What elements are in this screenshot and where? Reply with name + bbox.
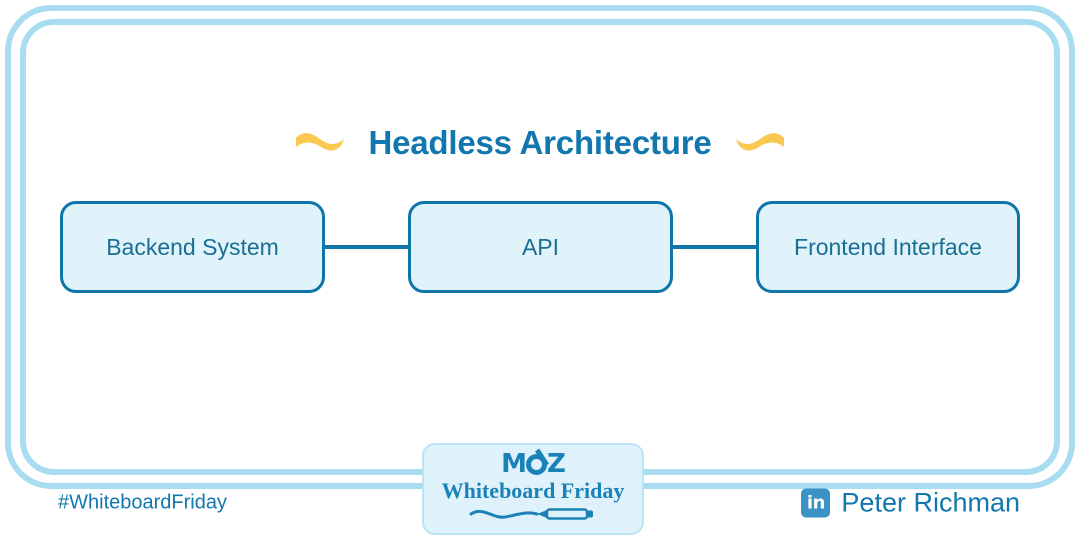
linkedin-icon[interactable]: in (801, 488, 831, 518)
connector-api-to-frontend (672, 245, 757, 249)
moz-letter-m: M (501, 449, 527, 480)
badge-tagline: Whiteboard Friday (441, 478, 625, 504)
node-frontend-interface[interactable]: Frontend Interface (756, 201, 1020, 293)
moz-whiteboard-friday-badge: M Z Whiteboard Friday (422, 443, 644, 535)
author-byline: in Peter Richman (801, 488, 1020, 519)
node-api[interactable]: API (408, 201, 673, 293)
node-backend-system[interactable]: Backend System (60, 201, 325, 293)
moz-letter-z: Z (547, 449, 566, 480)
swoosh-left-icon (294, 126, 346, 161)
page-title: Headless Architecture (368, 124, 712, 161)
whiteboard-marker-icon (467, 506, 599, 527)
architecture-flow-diagram: Backend System API Frontend Interface (60, 201, 1020, 293)
author-name: Peter Richman (841, 487, 1020, 518)
swoosh-right-icon (734, 126, 786, 161)
hashtag-label: #WhiteboardFriday (58, 491, 227, 514)
moz-letter-o-icon (526, 453, 547, 475)
connector-backend-to-api (324, 245, 409, 249)
moz-wordmark: M Z (501, 449, 566, 480)
title-row: Headless Architecture (0, 124, 1080, 162)
